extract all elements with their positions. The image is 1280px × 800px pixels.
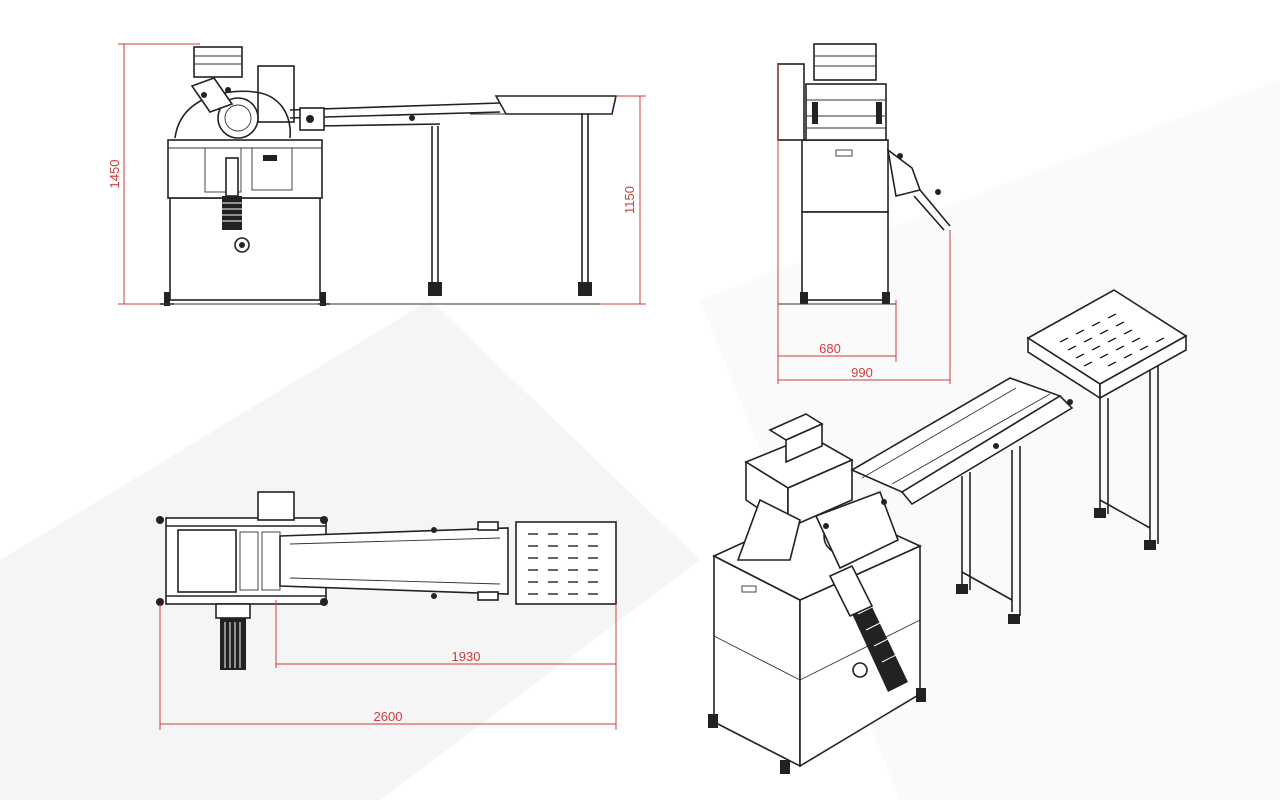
front-dimensions: 1450 1150 (107, 43, 646, 305)
dim-length-conveyor: 1930 (452, 649, 481, 664)
dim-depth-body: 680 (819, 341, 841, 356)
dim-depth-total: 990 (851, 365, 873, 380)
dim-height-total: 1450 (107, 160, 122, 189)
front-view (160, 46, 640, 306)
side-dimensions: 680 990 (777, 64, 951, 384)
dim-length-total: 2600 (374, 709, 403, 724)
top-view (156, 491, 617, 670)
side-view (777, 43, 951, 305)
top-dimensions: 1930 2600 (159, 600, 617, 730)
isometric-view (708, 289, 1188, 774)
dim-height-conveyor: 1150 (622, 186, 637, 214)
